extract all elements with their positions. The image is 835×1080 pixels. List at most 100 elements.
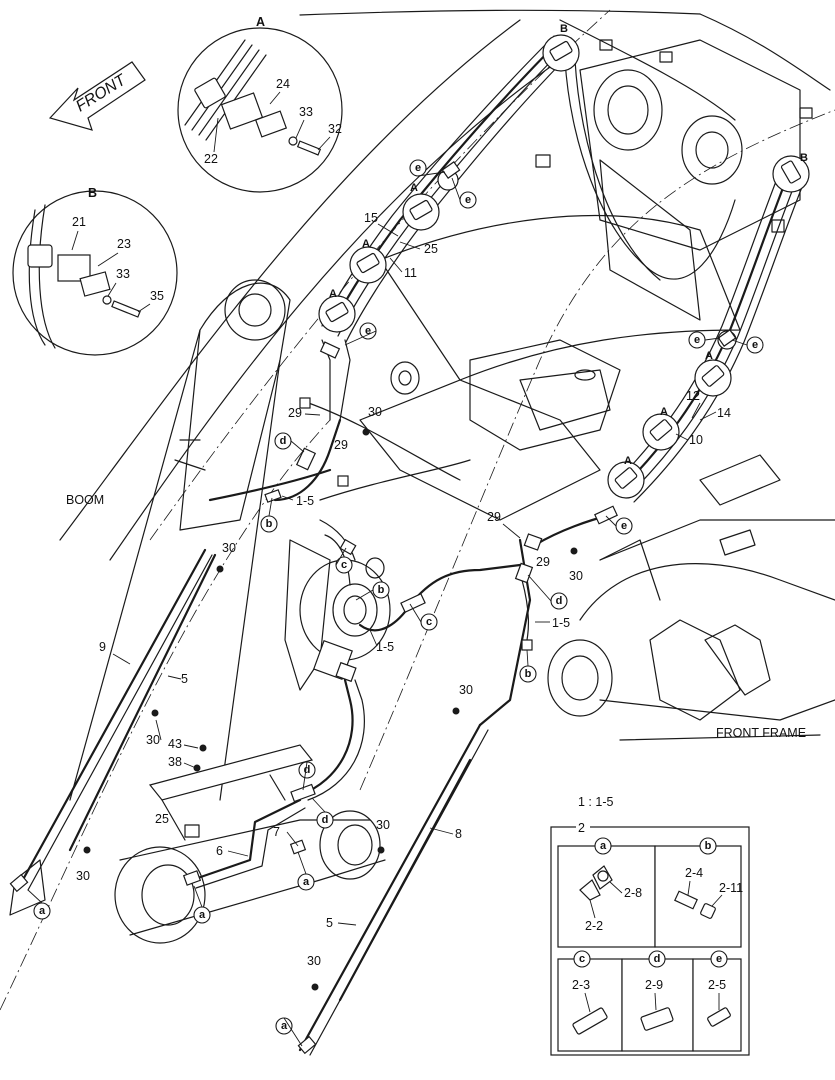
labels: BOOM FRONT FRAME 1 : 1-5 15 25 11 12 14 … xyxy=(66,211,806,968)
callout-a-3: A xyxy=(410,182,418,194)
part-label-11: 11 xyxy=(404,266,417,280)
detail-b-part-35: 35 xyxy=(150,289,164,303)
callout-b-3: b xyxy=(519,665,537,683)
part-label-1-5-a: 1-5 xyxy=(296,494,314,508)
callout-b-right: B xyxy=(800,152,808,164)
part-label-30-e: 30 xyxy=(76,869,90,883)
part-label-7: 7 xyxy=(273,825,280,839)
svg-text:a: a xyxy=(281,1020,288,1032)
detail-a-part-22: 22 xyxy=(204,152,218,166)
detail-a: A 22 24 33 32 xyxy=(177,15,343,193)
inset-part-2-2: 2-2 xyxy=(585,919,603,933)
detail-b-part-21: 21 xyxy=(72,215,86,229)
callout-d-4: d xyxy=(316,811,334,829)
svg-text:A: A xyxy=(705,350,713,362)
callout-a-4: A xyxy=(705,350,713,362)
callout-e-3: e xyxy=(359,322,377,340)
callout-e-2: e xyxy=(459,191,477,209)
detail-b-title: B xyxy=(88,186,97,200)
svg-text:e: e xyxy=(465,194,471,206)
part-label-38: 38 xyxy=(168,755,182,769)
callout-b-top: B xyxy=(560,23,568,35)
part-label-30-a: 30 xyxy=(368,405,382,419)
front-frame-label: FRONT FRAME xyxy=(716,726,806,740)
callout-a-low-2: a xyxy=(193,906,211,924)
part-label-10: 10 xyxy=(689,433,703,447)
callout-b-2: b xyxy=(372,581,390,599)
callout-a-5: A xyxy=(660,406,668,418)
inset-part-2-11: 2-11 xyxy=(719,881,743,895)
callout-e-4: e xyxy=(688,331,706,349)
callouts: B B A A A A A A e e e e e e d d d d b c … xyxy=(27,23,808,1047)
callout-a-low-1: a xyxy=(33,902,51,920)
inset-part-2-9: 2-9 xyxy=(645,978,663,992)
chassis-outline xyxy=(0,9,835,1011)
part-label-1-5-b: 1-5 xyxy=(552,616,570,630)
svg-text:e: e xyxy=(365,325,371,337)
part-label-29-a: 29 xyxy=(288,406,302,420)
part-label-15: 25 xyxy=(424,242,438,256)
inset-part-2-4: 2-4 xyxy=(685,866,703,880)
detail-a-part-33: 33 xyxy=(299,105,313,119)
part-label-12: 12 xyxy=(686,389,700,403)
detail-a-title: A xyxy=(256,15,265,29)
part-label-30-c: 30 xyxy=(222,541,236,555)
svg-text:e: e xyxy=(752,339,758,351)
part-label-30-d: 30 xyxy=(146,733,160,747)
part-label-29-c: 29 xyxy=(487,510,501,524)
svg-text:b: b xyxy=(378,584,385,596)
inset-part-2-3: 2-3 xyxy=(572,978,590,992)
inset-callout-d: d xyxy=(648,950,666,968)
svg-text:A: A xyxy=(624,455,632,467)
part-label-9: 9 xyxy=(99,640,106,654)
part-label-29-d: 29 xyxy=(536,555,550,569)
detail-b: B 21 23 33 35 xyxy=(12,186,178,356)
scale-note: 1 : 1-5 xyxy=(578,795,613,809)
part-label-5-a: 5 xyxy=(181,672,188,686)
svg-text:a: a xyxy=(600,840,607,852)
part-label-5-b: 5 xyxy=(326,916,333,930)
svg-text:B: B xyxy=(800,152,808,164)
part-label-8: 8 xyxy=(455,827,462,841)
svg-text:A: A xyxy=(410,182,418,194)
callout-c-2: c xyxy=(420,613,438,631)
part-label-30-h: 30 xyxy=(307,954,321,968)
svg-text:e: e xyxy=(716,953,722,965)
callout-d-2: d xyxy=(550,592,568,610)
callout-a-low-3: a xyxy=(297,873,315,891)
callout-a-2: A xyxy=(362,238,370,250)
part-label-13: 15 xyxy=(364,211,378,225)
part-label-30-g: 30 xyxy=(376,818,390,832)
svg-text:A: A xyxy=(362,238,370,250)
svg-text:a: a xyxy=(303,876,310,888)
inset-callout-c: c xyxy=(573,950,591,968)
svg-text:d: d xyxy=(556,595,563,607)
callout-e-5: e xyxy=(746,336,764,354)
part-label-14: 14 xyxy=(717,406,731,420)
svg-text:e: e xyxy=(694,334,700,346)
part-label-30-f: 30 xyxy=(459,683,473,697)
svg-text:e: e xyxy=(621,520,627,532)
inset-callout-b: b xyxy=(699,837,717,855)
svg-text:c: c xyxy=(426,616,432,628)
svg-text:b: b xyxy=(705,840,712,852)
inset-number: 2 xyxy=(578,821,585,835)
detail-a-part-24: 24 xyxy=(276,77,290,91)
callout-d-3: d xyxy=(298,761,316,779)
callout-e-1: e xyxy=(409,159,427,177)
callout-e-6: e xyxy=(615,517,633,535)
callout-d-1: d xyxy=(274,432,292,450)
fittings xyxy=(9,161,737,1055)
svg-text:d: d xyxy=(322,814,329,826)
clamp-markers xyxy=(318,34,810,499)
svg-text:b: b xyxy=(525,668,532,680)
part-label-6: 6 xyxy=(216,844,223,858)
svg-text:A: A xyxy=(329,288,337,300)
svg-text:c: c xyxy=(579,953,585,965)
part-label-30-b: 30 xyxy=(569,569,583,583)
callout-a-1: A xyxy=(329,288,337,300)
front-direction-arrow: FRONT xyxy=(48,61,146,131)
svg-text:A: A xyxy=(660,406,668,418)
svg-text:B: B xyxy=(560,23,568,35)
